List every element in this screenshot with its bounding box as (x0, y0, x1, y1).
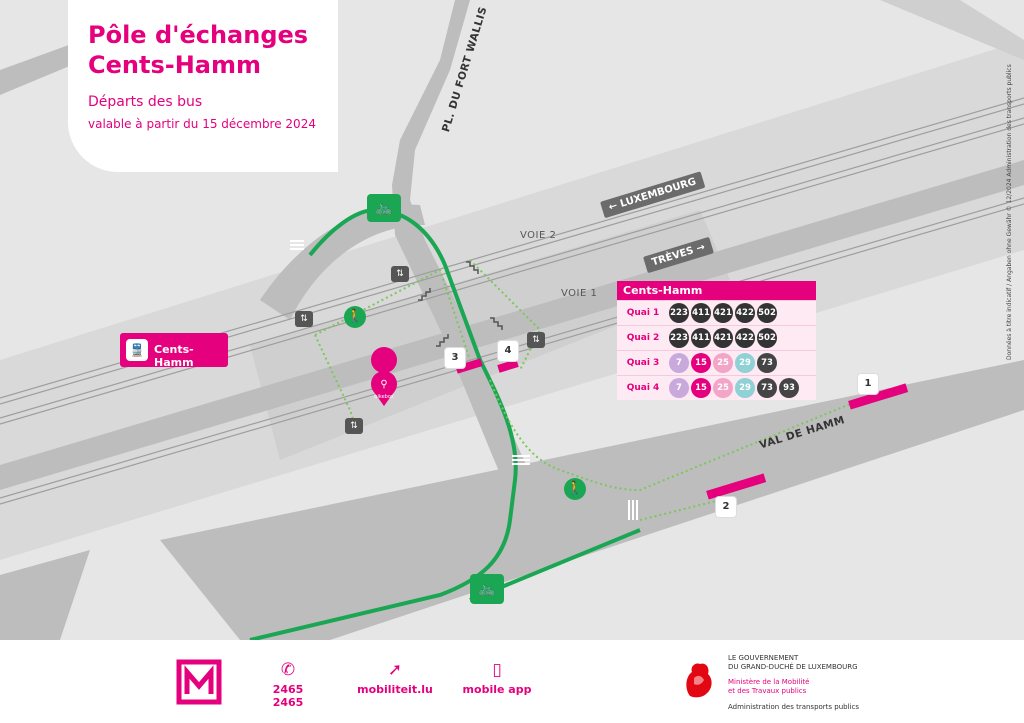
road-fort-wallis (392, 0, 555, 545)
bus-line-badge[interactable]: 411 (691, 328, 711, 348)
gov-line-2: DU GRAND-DUCHÉ DE LUXEMBOURG (728, 663, 858, 671)
quai-4-marker (497, 359, 519, 373)
title-line-2: Cents-Hamm (88, 51, 261, 79)
smartphone-icon: ▯ (492, 660, 502, 680)
credit-text: Données à titre indicatif / Angaben ohne… (1006, 64, 1013, 360)
lift-icon: ⇅ (391, 266, 409, 282)
station-badge: 🚆 Cents-Hamm (120, 333, 228, 369)
bikebox-label: bikebox (374, 394, 393, 400)
station-badge-label: Cents-Hamm (154, 343, 194, 369)
walk-icon: 🚶 (564, 478, 586, 500)
track-voie-2: VOIE 2 (520, 230, 557, 241)
departures-header: Cents-Hamm (617, 281, 816, 300)
bus-line-badge[interactable]: 502 (757, 328, 777, 348)
ministry-line-2: et des Travaux publics (728, 687, 807, 695)
page-title: Pôle d'échanges Cents-Hamm (88, 20, 308, 80)
track-voie-1: VOIE 1 (561, 288, 598, 299)
bike-icon: 🚲 (470, 574, 504, 604)
footer-app[interactable]: ▯ mobile app (462, 657, 532, 696)
quai-number-3: 3 (445, 348, 465, 368)
bus-line-badge[interactable]: 29 (735, 378, 755, 398)
map-drawing: bikebox ⚲ (0, 0, 1024, 640)
bus-line-badge[interactable]: 73 (757, 378, 777, 398)
footer-website-label: mobiliteit.lu (357, 683, 433, 696)
bus-line-badge[interactable]: 223 (669, 328, 689, 348)
title-card: Pôle d'échanges Cents-Hamm Départs des b… (68, 0, 338, 172)
road-val-de-hamm (160, 360, 1024, 640)
arrow-right-icon: → (691, 241, 707, 256)
bike-path-main (249, 207, 518, 640)
bus-line-badge[interactable]: 25 (713, 378, 733, 398)
bus-line-badge[interactable]: 15 (691, 378, 711, 398)
bus-line-badge[interactable]: 7 (669, 353, 689, 373)
road-access (260, 204, 425, 320)
bus-line-badge[interactable]: 73 (757, 353, 777, 373)
quai-number-4: 4 (498, 341, 518, 361)
ministry-line-1: Ministère de la Mobilité (728, 678, 810, 686)
title-line-1: Pôle d'échanges (88, 21, 309, 49)
footer: ✆ 2465 2465 ➚ mobiliteit.lu ▯ mobile app… (0, 640, 1024, 723)
subtitle: Départs des bus (88, 94, 203, 110)
road-bottomleft (0, 550, 90, 640)
bus-line-badge[interactable]: 25 (713, 353, 733, 373)
bus-line-badge[interactable]: 223 (669, 303, 689, 323)
walk-icon: 🚶 (344, 306, 366, 328)
bus-line-badge[interactable]: 422 (735, 303, 755, 323)
quai-2-marker (706, 473, 767, 500)
bikebox-bike-glyph: ⚲ (380, 379, 387, 390)
bike-icon: 🚲 (367, 194, 401, 222)
bus-line-badge[interactable]: 422 (735, 328, 755, 348)
quai-label: Quai 2 (626, 333, 660, 343)
footer-phone[interactable]: ✆ 2465 2465 (258, 657, 318, 709)
footer-app-label: mobile app (462, 683, 532, 696)
validity-date: valable à partir du 15 décembre 2024 (88, 117, 316, 131)
road-mid (0, 160, 1024, 490)
lift-icon: ⇅ (295, 311, 313, 327)
bus-line-badge[interactable]: 502 (757, 303, 777, 323)
quai-3-marker (455, 358, 483, 374)
building-topright (880, 0, 1024, 60)
bus-line-badge[interactable]: 421 (713, 328, 733, 348)
lift-icon: ⇅ (527, 332, 545, 348)
bikebox-pin-head (371, 371, 397, 397)
bus-line-badge[interactable]: 15 (691, 353, 711, 373)
bikebox-pin-tail (376, 393, 392, 406)
mobiliteit-logo (176, 659, 222, 705)
footer-website[interactable]: ➚ mobiliteit.lu (355, 657, 435, 696)
crosswalks (290, 240, 638, 520)
cursor-icon: ➚ (387, 660, 403, 680)
phone-icon: ✆ (280, 660, 296, 680)
station-map: bikebox ⚲ Pôle d'échanges Cents-Hamm Dép… (0, 0, 1024, 640)
bus-line-badge[interactable]: 421 (713, 303, 733, 323)
bus-line-badge[interactable]: 29 (735, 353, 755, 373)
stairs-icon (418, 261, 503, 347)
lift-icon: ⇅ (345, 418, 363, 434)
gov-line-1: LE GOUVERNEMENT (728, 654, 799, 662)
bikebox-icon (371, 347, 398, 406)
bus-line-badge[interactable]: 411 (691, 303, 711, 323)
quai-number-2: 2 (716, 497, 736, 517)
train-icon: 🚆 (126, 339, 148, 361)
quai-label: Quai 4 (626, 383, 660, 393)
bus-line-badge[interactable]: 7 (669, 378, 689, 398)
footer-phone-label: 2465 2465 (272, 683, 304, 709)
administration-label: Administration des transports publics (728, 703, 859, 711)
quai-label: Quai 1 (626, 308, 660, 318)
quai-label: Quai 3 (626, 358, 660, 368)
bus-line-badge[interactable]: 93 (779, 378, 799, 398)
lion-icon (686, 663, 712, 698)
quai-1-marker (848, 383, 909, 410)
quai-number-1: 1 (858, 374, 878, 394)
